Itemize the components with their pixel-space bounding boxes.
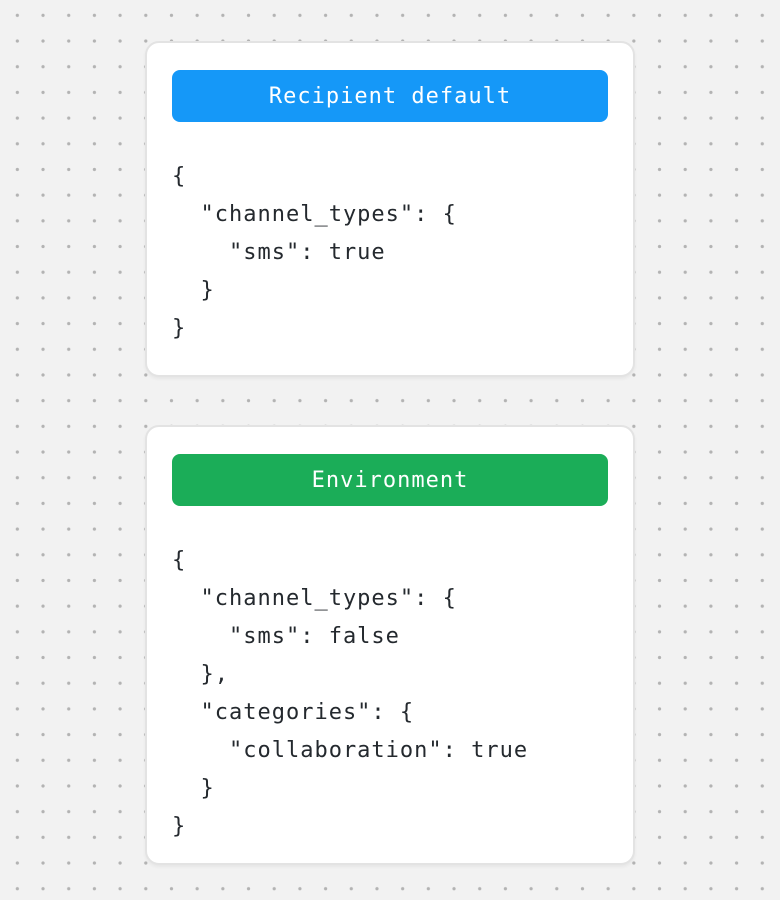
code-line: "channel_types": { xyxy=(172,586,457,611)
code-line: } xyxy=(172,776,215,801)
environment-header-badge: Environment xyxy=(172,454,608,506)
card-recipient-default: Recipient default { "channel_types": { "… xyxy=(145,41,635,377)
code-line: "collaboration": true xyxy=(172,738,529,763)
code-line: "categories": { xyxy=(172,700,415,725)
environment-code-block: { "channel_types": { "sms": false }, "ca… xyxy=(172,542,608,846)
code-line: "sms": false xyxy=(172,624,400,649)
code-line: } xyxy=(172,814,187,839)
code-line: { xyxy=(172,164,187,189)
code-line: } xyxy=(172,278,215,303)
recipient-default-code-block: { "channel_types": { "sms": true } } xyxy=(172,158,608,348)
code-line: "sms": true xyxy=(172,240,386,265)
code-line: "channel_types": { xyxy=(172,202,457,227)
code-line: { xyxy=(172,548,187,573)
code-line: } xyxy=(172,316,187,341)
code-line: }, xyxy=(172,662,229,687)
recipient-default-header-badge: Recipient default xyxy=(172,70,608,122)
card-environment: Environment { "channel_types": { "sms": … xyxy=(145,425,635,865)
